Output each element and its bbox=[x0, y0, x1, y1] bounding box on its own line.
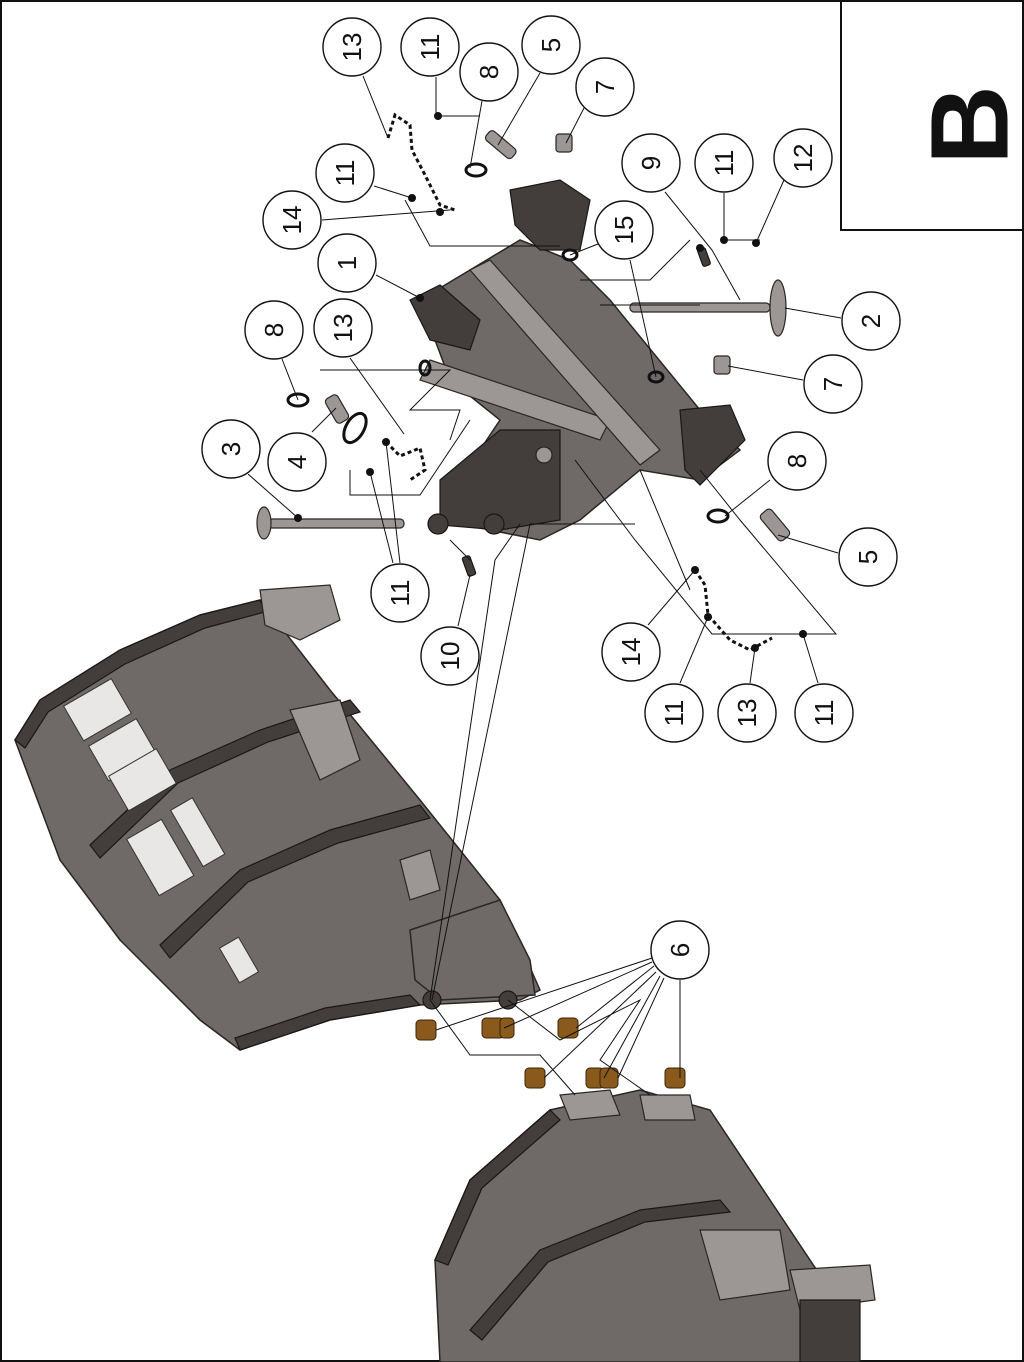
callout-7: 7 bbox=[803, 354, 863, 414]
callout-6: 6 bbox=[650, 920, 710, 980]
callout-11: 11 bbox=[694, 133, 754, 193]
callout-circle bbox=[262, 190, 322, 250]
main-frame bbox=[409, 179, 746, 541]
callout-8: 8 bbox=[459, 42, 519, 102]
callout-circle bbox=[717, 683, 777, 743]
callout-circle bbox=[621, 133, 681, 193]
leader-lines bbox=[247, 72, 842, 1096]
callout-circle bbox=[594, 200, 654, 260]
callout-label: 6 bbox=[665, 943, 695, 957]
hardware bbox=[256, 112, 791, 1089]
bucket-lower bbox=[434, 1089, 876, 1362]
callout-label: 11 bbox=[709, 150, 739, 177]
callout-label: 13 bbox=[732, 699, 762, 728]
callout-circle bbox=[521, 15, 581, 75]
callout-circle bbox=[575, 57, 635, 117]
callout-label: 7 bbox=[590, 80, 620, 94]
callout-13: 13 bbox=[322, 17, 382, 77]
callout-circle bbox=[244, 300, 304, 360]
callout-circle bbox=[267, 432, 327, 492]
callout-label: 13 bbox=[337, 33, 367, 62]
callout-circle bbox=[773, 128, 833, 188]
callout-11: 11 bbox=[315, 143, 375, 203]
callout-label: 8 bbox=[259, 323, 289, 337]
section-letter-box: B bbox=[840, 0, 1024, 231]
callout-label: 11 bbox=[330, 160, 360, 187]
callout-circle bbox=[317, 233, 377, 293]
callout-circle bbox=[601, 622, 661, 682]
callout-circle bbox=[370, 563, 430, 623]
callout-label: 1 bbox=[332, 256, 362, 270]
callout-1: 1 bbox=[317, 233, 377, 293]
callout-label: 15 bbox=[609, 216, 639, 245]
callout-label: 9 bbox=[636, 156, 666, 170]
callout-12: 12 bbox=[773, 128, 833, 188]
callout-5: 5 bbox=[838, 527, 898, 587]
callout-circle bbox=[838, 527, 898, 587]
bushings-6 bbox=[415, 1017, 686, 1089]
callout-11: 11 bbox=[370, 563, 430, 623]
callout-8: 8 bbox=[767, 431, 827, 491]
callout-label: 11 bbox=[385, 580, 415, 607]
callout-label: 2 bbox=[856, 314, 886, 328]
callout-3: 3 bbox=[201, 419, 261, 479]
callout-label: 4 bbox=[282, 455, 312, 469]
callout-13: 13 bbox=[313, 298, 373, 358]
callout-circle bbox=[420, 626, 480, 686]
callout-label: 11 bbox=[415, 34, 445, 61]
callout-label: 12 bbox=[788, 144, 818, 173]
callout-14: 14 bbox=[601, 622, 661, 682]
callout-circle bbox=[794, 683, 854, 743]
callout-circle bbox=[767, 431, 827, 491]
callout-circle bbox=[315, 143, 375, 203]
callout-14: 14 bbox=[262, 190, 322, 250]
callout-circle bbox=[803, 354, 863, 414]
section-letter: B bbox=[909, 85, 1024, 164]
callout-circle bbox=[694, 133, 754, 193]
callout-circle bbox=[459, 42, 519, 102]
callout-10: 10 bbox=[420, 626, 480, 686]
callout-circle bbox=[201, 419, 261, 479]
callout-label: 11 bbox=[809, 700, 839, 727]
callout-circle bbox=[841, 291, 901, 351]
callout-label: 13 bbox=[328, 314, 358, 343]
callout-label: 3 bbox=[216, 442, 246, 456]
callout-9: 9 bbox=[621, 133, 681, 193]
callout-7: 7 bbox=[575, 57, 635, 117]
callout-circle bbox=[313, 298, 373, 358]
callout-label: 10 bbox=[435, 642, 465, 671]
callout-circle bbox=[400, 17, 460, 77]
callout-8: 8 bbox=[244, 300, 304, 360]
callout-5: 5 bbox=[521, 15, 581, 75]
callout-label: 14 bbox=[616, 638, 646, 667]
callout-label: 7 bbox=[818, 377, 848, 391]
callout-2: 2 bbox=[841, 291, 901, 351]
callout-label: 5 bbox=[536, 38, 566, 52]
callout-circle bbox=[650, 920, 710, 980]
callout-11: 11 bbox=[400, 17, 460, 77]
callout-label: 8 bbox=[782, 454, 812, 468]
callout-circle bbox=[644, 683, 704, 743]
callout-11: 11 bbox=[644, 683, 704, 743]
callout-13: 13 bbox=[717, 683, 777, 743]
callout-4: 4 bbox=[267, 432, 327, 492]
callout-15: 15 bbox=[594, 200, 654, 260]
callout-label: 8 bbox=[474, 65, 504, 79]
callout-11: 11 bbox=[794, 683, 854, 743]
callout-circle bbox=[322, 17, 382, 77]
callout-label: 11 bbox=[659, 700, 689, 727]
callout-label: 5 bbox=[853, 550, 883, 564]
callout-label: 14 bbox=[277, 206, 307, 235]
